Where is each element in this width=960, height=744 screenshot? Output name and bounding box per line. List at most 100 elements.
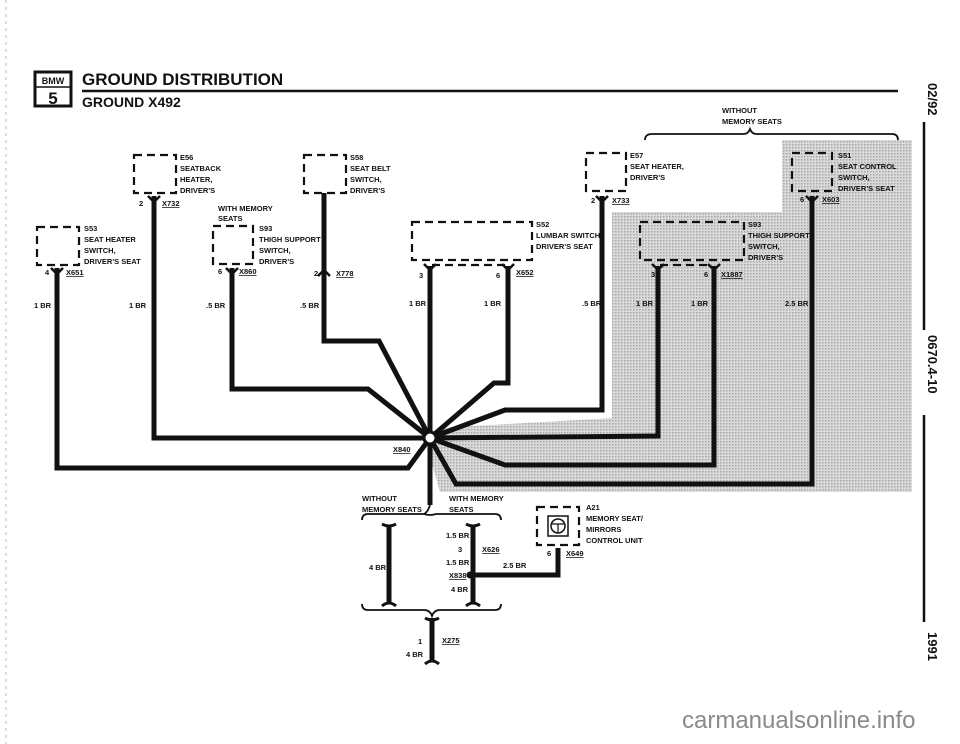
diagram-label: SWITCH, [350,175,382,184]
diagram-label: X733 [612,196,630,205]
diagram-label: 1 BR [129,301,147,310]
diagram-label: 2 [139,199,143,208]
diagram-label: 4 BR [451,585,469,594]
diagram-label: X732 [162,199,180,208]
diagram-label: DRIVER'S [630,173,665,182]
diagram-label: .5 BR [582,299,602,308]
component-E57: E57 SEAT HEATER, DRIVER'S 2 X733 [584,151,684,205]
component-A21: A21 MEMORY SEAT/ MIRRORS CONTROL UNIT 6 … [535,503,644,558]
diagram-label: 3 [419,271,423,280]
diagram-label: THIGH SUPPORT [259,235,321,244]
logo-top: BMW [42,76,65,86]
diagram-label: X838 [449,571,467,580]
diagram-label: SWITCH, [838,173,870,182]
diagram-label: SEAT HEATER, [630,162,684,171]
diagram-label: THIGH SUPPORT [748,231,810,240]
component-S93-memory: WITH MEMORY SEATS S93 THIGH SUPPORT SWIT… [211,204,321,276]
diagram-label: A21 [586,503,600,512]
diagram-label: S58 [350,153,363,162]
diagram-label: WITH MEMORY [449,494,504,503]
component-S51: S51 SEAT CONTROL SWITCH, DRIVER'S SEAT 6… [790,151,897,204]
wire-S52-pin6 [428,266,511,440]
page-title: GROUND DISTRIBUTION [82,70,283,89]
side-strip: 02/92 0670.4-10 1991 [922,83,940,661]
diagram-label: DRIVER'S [180,186,215,195]
diagram-label: DRIVER'S [259,257,294,266]
diagram-label: SEATS [449,505,473,514]
diagram-label: DRIVER'S SEAT [84,257,141,266]
diagram-label: 1.5 BR [446,558,470,567]
diagram-label: MIRRORS [586,525,621,534]
diagram-label: X1887 [721,270,743,279]
splice-X838 [466,571,474,579]
control-unit-icon [547,515,569,537]
diagram-label: 2 [314,269,318,278]
diagram-label: WITH MEMORY [218,204,273,213]
component-S52: S52 LUMBAR SWITCH, DRIVER'S SEAT 3 6 X65… [410,220,602,280]
wire-S58 [321,193,433,440]
diagram-label: S93 [259,224,272,233]
diagram-label: S93 [748,220,761,229]
component-S93-nomemory: S93 THIGH SUPPORT SWITCH, DRIVER'S 3 6 X… [638,220,810,279]
diagram-label: .5 BR [206,301,226,310]
header: BMW 5 GROUND DISTRIBUTION GROUND X492 [33,70,898,110]
diagram-label: MEMORY SEATS [362,505,422,514]
diagram-label: 1 [418,637,422,646]
diagram-label: 3 [651,270,655,279]
diagram-label: 2.5 BR [503,561,527,570]
diagram-label: X840 [393,445,411,454]
shaded-region-without-memory [428,140,912,492]
diagram-label: S51 [838,151,851,160]
diagram-label: WITHOUT [362,494,397,503]
diagram-label: .5 BR [300,301,320,310]
wire-labels: 1 BR 1 BR .5 BR .5 BR 1 BR 1 BR .5 BR 1 … [34,299,809,310]
logo-bottom: 5 [48,89,57,108]
page-number-label: 0670.4-10 [925,335,940,394]
diagram-label: SEATS [218,214,242,223]
wires: X840 [54,193,815,505]
diagram-label: DRIVER'S SEAT [536,242,593,251]
diagram-label: WITHOUT [722,106,757,115]
year-label: 1991 [925,632,940,661]
diagram-label: SEAT BELT [350,164,391,173]
splice-X840 [422,430,438,446]
wire-S93-memory [229,268,432,440]
diagram-label: X860 [239,267,257,276]
diagram-label: SEAT CONTROL [838,162,897,171]
diagram-label: S53 [84,224,97,233]
component-S58: S58 SEAT BELT SWITCH, DRIVER'S 2 X778 [302,153,391,278]
diagram-label: X778 [336,269,354,278]
lower-section: WITHOUT MEMORY SEATS WITH MEMORY SEATS 4… [361,494,561,666]
diagram-label: DRIVER'S [748,253,783,262]
diagram-label: X651 [66,268,84,277]
diagram-label: 1 BR [691,299,709,308]
component-S53: S53 SEAT HEATER SWITCH, DRIVER'S SEAT 4 … [35,224,141,277]
connector-glyphs [50,195,819,277]
diagram-label: 4 [45,268,50,277]
bmw-logo [33,70,73,108]
diagram-label: E56 [180,153,193,162]
diagram-label: LUMBAR SWITCH, [536,231,602,240]
diagram-label: MEMORY SEAT/ [586,514,644,523]
diagram-label: SWITCH, [84,246,116,255]
diagram-label: 4 BR [406,650,424,659]
diagram-label: DRIVER'S SEAT [838,184,895,193]
page-subtitle: GROUND X492 [82,94,181,110]
diagram-label: E57 [630,151,643,160]
diagram-label: S52 [536,220,549,229]
wire-E57 [429,196,605,441]
diagram-label: 1 BR [484,299,502,308]
diagram-label: X626 [482,545,500,554]
wire-S93-pin3 [429,266,661,441]
diagram-label: 2 [591,196,595,205]
wire-S51 [427,196,815,487]
watermark: carmanualsonline.info [682,707,915,734]
diagram-label: 6 [218,267,222,276]
diagram-label: SWITCH, [259,246,291,255]
diagram-label: 6 [800,195,804,204]
diagram-label: X652 [516,268,534,277]
component-E56: E56 SEATBACK HEATER, DRIVER'S 2 X732 [132,153,222,208]
wire-E56 [151,196,430,441]
date-label: 02/92 [925,83,940,116]
